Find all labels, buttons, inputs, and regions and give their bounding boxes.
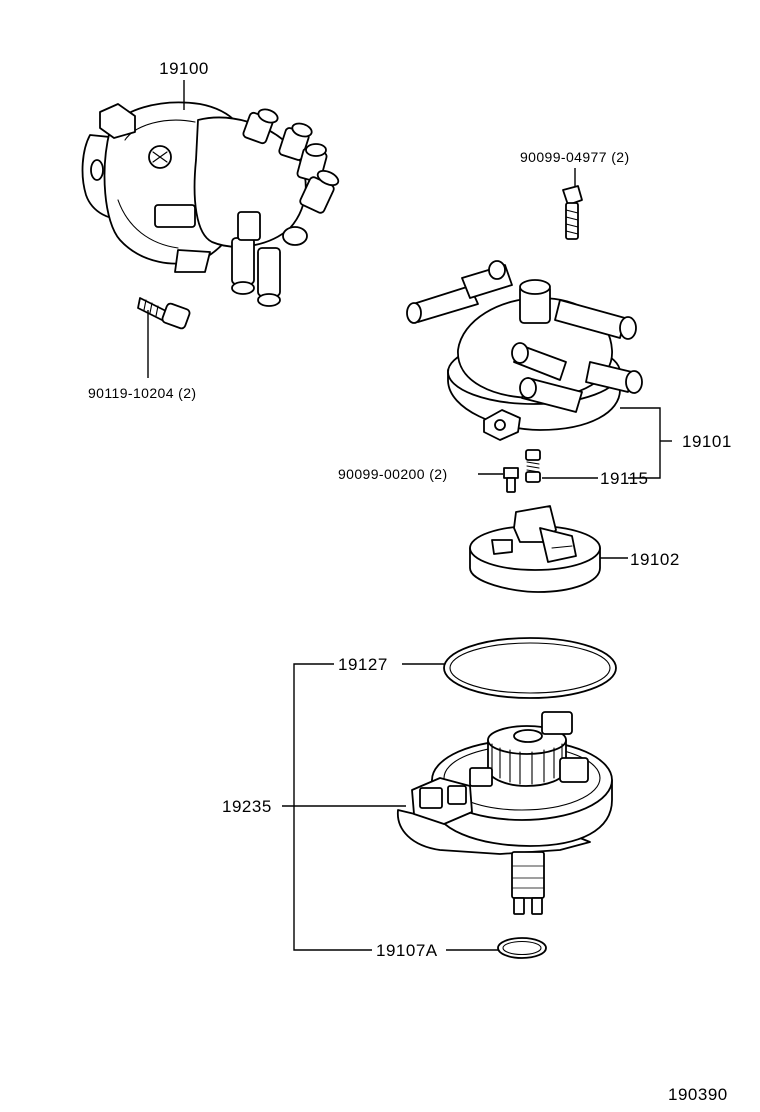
gasket-ring-drawing [443,637,617,699]
label-19102: 19102 [630,550,680,569]
label-19100: 19100 [159,59,209,78]
label-90099-04977: 90099-04977 (2) [520,149,630,165]
flange-bolt-drawing [137,297,191,330]
label-19107a: 19107A [376,941,438,960]
label-90119-10204: 90119-10204 (2) [88,385,196,401]
distributor-housing-drawing [397,711,613,915]
label-19127: 19127 [338,655,388,674]
rotor-screw-drawing [503,467,519,493]
o-ring-drawing [497,937,547,959]
distributor-cap-drawing [406,260,643,441]
label-19101: 19101 [682,432,732,451]
distributor-assembly-drawing [81,101,340,307]
label-19235: 19235 [222,797,272,816]
cap-screw-drawing [562,185,583,240]
label-90099-00200: 90099-00200 (2) [338,466,448,482]
figure-number: 190390 [668,1085,728,1104]
label-19115: 19115 [600,469,649,488]
rotor-drawing [469,505,601,593]
carbon-spring-drawing [525,449,541,483]
